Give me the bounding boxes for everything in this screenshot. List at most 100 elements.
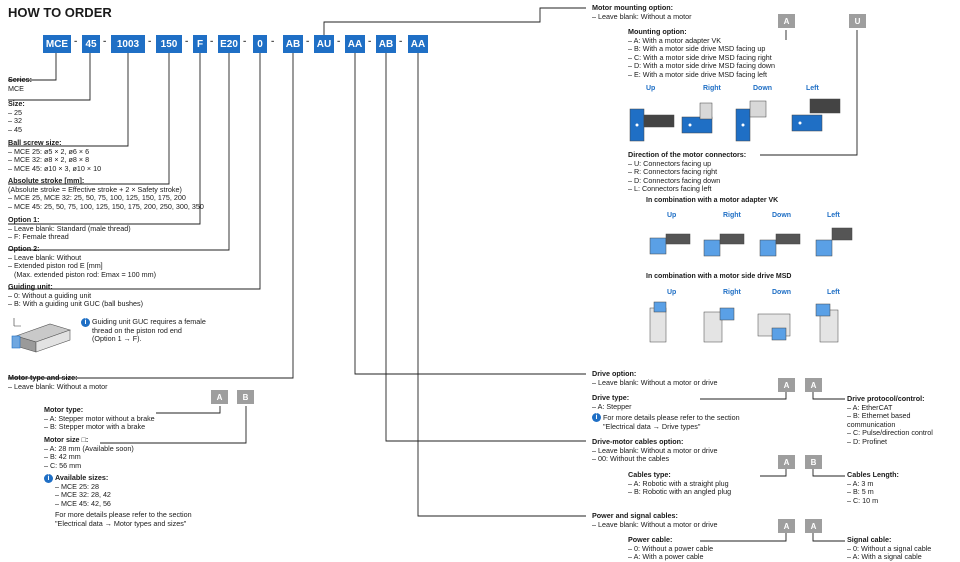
motor-size-label: Motor size □: [44, 435, 89, 444]
code-power: AA [408, 35, 428, 53]
option1-block: Option 1: – Leave blank: Standard (male … [8, 215, 131, 242]
direction-label-down: Down [772, 212, 792, 219]
protocol-label: Drive protocol/control: [847, 394, 925, 403]
motor-size-item: – A: 28 mm (Available soon) [44, 443, 134, 453]
motor-size-box: B [237, 390, 254, 404]
mounting-label: Motor mounting option: [592, 3, 674, 12]
guiding-unit-image [11, 318, 71, 353]
mounting-option-item: – A: With a motor adapter VK [628, 35, 722, 45]
series-item: MCE [8, 83, 24, 93]
msd-combination-images [649, 301, 839, 343]
cables-type-block: Cables type: – A: Robotic with a straigh… [628, 470, 731, 497]
code-separator: - [74, 36, 78, 47]
vk-orientation-images [649, 227, 853, 257]
motor-type-size-label: Motor type and size: [8, 373, 78, 382]
direction-label-right: Right [723, 289, 741, 296]
drive-note: For more details please refer to the sec… [603, 413, 740, 431]
drive-type-item: – A: Stepper [592, 401, 632, 411]
code-separator: - [399, 36, 403, 47]
code-guiding: 0 [253, 35, 267, 53]
signal-cable-box: A [805, 519, 822, 533]
code-separator: - [210, 36, 214, 47]
cables-length-item: – A: 3 m [847, 478, 874, 488]
protocol-item: – C: Pulse/direction control [847, 428, 933, 438]
motor-type-size-block: Motor type and size: – Leave blank: With… [8, 373, 108, 391]
ball-screw-item: – MCE 32: ø8 × 2, ø8 × 8 [8, 155, 90, 165]
series-label: Series: [8, 75, 32, 84]
power-item: – Leave blank: Without a motor or drive [592, 519, 718, 529]
motor-type-box: A [211, 390, 228, 404]
drive-note-line: "Electrical data → Drive types" [603, 421, 701, 431]
guiding-note-line: (Option 1 → F). [92, 334, 142, 344]
motor-type-size-item: – Leave blank: Without a motor [8, 381, 108, 391]
power-cable-item: – 0: Without a power cable [628, 543, 714, 553]
option1-item: – F: Female thread [8, 232, 69, 242]
signal-cable-block: Signal cable: – 0: Without a signal cabl… [847, 535, 932, 562]
series-block: Series: MCE [8, 75, 32, 93]
available-sizes-item: – MCE 32: 28, 42 [55, 490, 111, 500]
option2-item: – Leave blank: Without [8, 252, 82, 262]
stroke-item: (Absolute stroke = Effective stroke + 2 … [8, 184, 182, 194]
code-mounting: AU [314, 35, 334, 53]
cables-length-item: – B: 5 m [847, 487, 874, 497]
info-icon: i [81, 318, 90, 327]
mounting-block: Motor mounting option: – Leave blank: Wi… [592, 3, 691, 21]
available-sizes-label: Available sizes: [55, 473, 109, 482]
protocol-item: – D: Profinet [847, 436, 887, 446]
power-label: Power and signal cables: [592, 511, 678, 520]
size-item: – 25 [8, 107, 22, 117]
direction-label-down: Down [753, 85, 773, 92]
direction-label-right: Right [723, 212, 741, 219]
direction-label-up: Up [667, 212, 677, 219]
drive-type-label: Drive type: [592, 393, 630, 402]
combo-vk-heading: In combination with a motor adapter VK [646, 197, 779, 204]
option1-label: Option 1: [8, 215, 40, 224]
motor-type-label: Motor type: [44, 405, 84, 414]
drive-protocol-box: A [805, 378, 822, 392]
mounting-option-label: Mounting option: [628, 27, 687, 36]
cables-length-block: Cables Length: – A: 3 m – B: 5 m – C: 10… [847, 470, 899, 505]
direction-label-left: Left [827, 289, 840, 296]
cables-type-label: Cables type: [628, 470, 671, 479]
code-separator: - [185, 36, 189, 47]
available-sizes-item: – MCE 25: 28 [55, 481, 99, 491]
mounting-option-box: A [778, 14, 795, 28]
mounting-option-item: – E: With a motor side drive MSD facing … [628, 69, 768, 79]
option1-item: – Leave blank: Standard (male thread) [8, 223, 131, 233]
signal-cable-item: – 0: Without a signal cable [847, 543, 932, 553]
msd-orientation-images [629, 98, 841, 142]
code-option1: F [193, 35, 207, 53]
drive-item: – Leave blank: Without a motor or drive [592, 377, 718, 387]
size-item: – 32 [8, 116, 22, 126]
connectors-item: – U: Connectors facing up [628, 158, 712, 168]
cables-item: – Leave blank: Without a motor or drive [592, 445, 718, 455]
motor-size-item: – B: 42 mm [44, 452, 81, 462]
motor-type-item: – A: Stepper motor without a brake [44, 413, 155, 423]
guiding-note-line: Guiding unit GUC requires a female [92, 317, 206, 326]
code-separator: - [243, 36, 247, 47]
code-separator: - [148, 36, 152, 47]
cables-label: Drive-motor cables option: [592, 437, 684, 446]
direction-label-right: Right [703, 85, 721, 92]
cables-type-item: – A: Robotic with a straight plug [628, 478, 729, 488]
code-separator: - [337, 36, 341, 47]
mounting-option-block: Mounting option: – A: With a motor adapt… [628, 27, 775, 80]
power-cable-label: Power cable: [628, 535, 673, 544]
available-sizes-item: – MCE 45: 42, 56 [55, 498, 111, 508]
motor-size-item: – C: 56 mm [44, 460, 82, 470]
available-sizes-block: Available sizes: – MCE 25: 28 – MCE 32: … [55, 473, 111, 508]
cables-length-item: – C: 10 m [847, 495, 879, 505]
motor-type-block: Motor type: – A: Stepper motor without a… [44, 405, 155, 432]
guiding-note: Guiding unit GUC requires a female threa… [92, 317, 206, 344]
code-separator: - [368, 36, 372, 47]
option2-block: Option 2: – Leave blank: Without – Exten… [8, 244, 156, 279]
size-block: Size: – 25 – 32 – 45 [8, 99, 25, 134]
mounting-option-item: – D: With a motor side drive MSD facing … [628, 61, 775, 71]
drive-block: Drive option: – Leave blank: Without a m… [592, 369, 718, 387]
direction-label-down: Down [772, 289, 792, 296]
direction-label-left: Left [827, 212, 840, 219]
cables-type-box: A [778, 455, 795, 469]
code-option2: E20 [218, 35, 240, 53]
protocol-item: – A: EtherCAT [847, 402, 893, 412]
